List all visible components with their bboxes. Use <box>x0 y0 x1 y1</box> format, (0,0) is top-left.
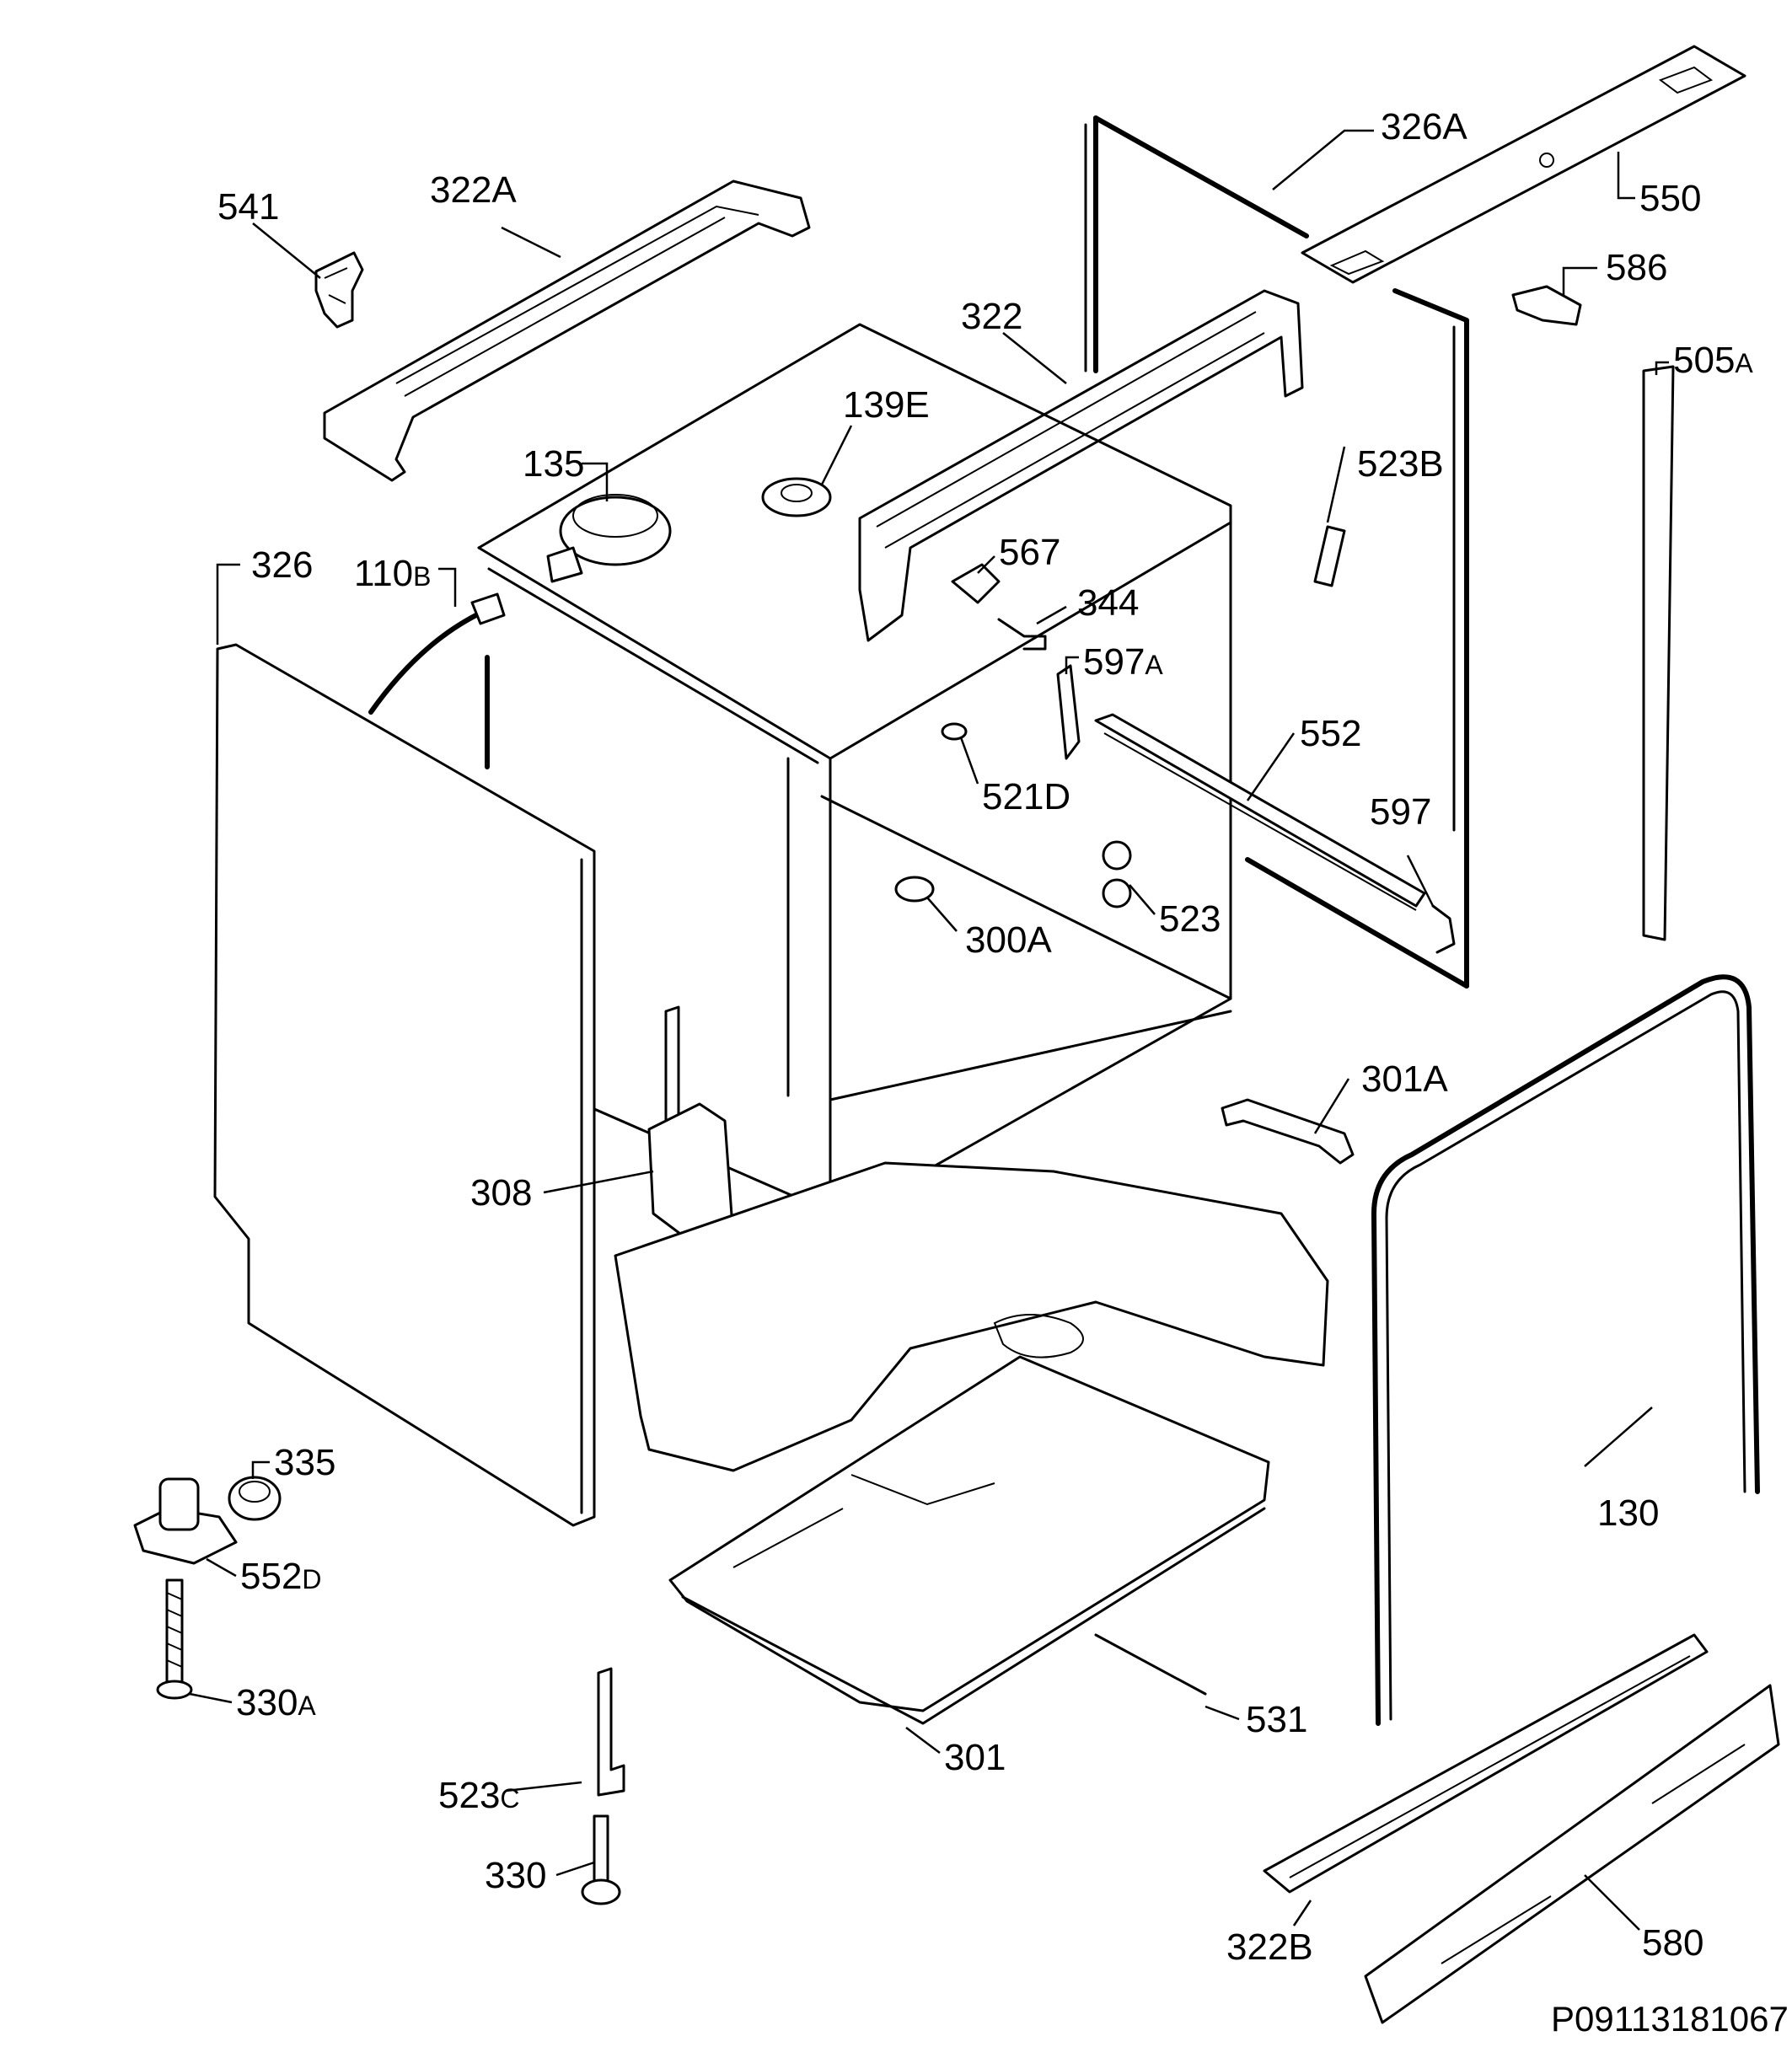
label-301: 301 <box>944 1737 1006 1778</box>
label-330: 330 <box>485 1855 546 1896</box>
label-330A: 330A <box>236 1682 316 1723</box>
label-322B: 322B <box>1226 1926 1313 1968</box>
part-586-bracket <box>1511 285 1582 326</box>
part-139E-nut <box>761 477 832 517</box>
part-135-dispenser <box>546 494 672 583</box>
part-550-top-rail <box>1301 45 1746 284</box>
part-597-end <box>1431 904 1456 954</box>
label-139E: 139E <box>843 384 930 426</box>
part-580-frame <box>1364 1684 1780 2024</box>
label-597: 597 <box>1370 791 1431 833</box>
part-335-gear <box>228 1476 282 1521</box>
part-322A-bracket <box>323 180 811 482</box>
part-labels: 541 322A 326A 550 586 322 505A 139E 135 … <box>217 106 1753 1968</box>
part-505A-strip <box>1642 365 1675 941</box>
part-130-seal <box>1371 974 1760 1726</box>
label-552: 552 <box>1300 713 1361 754</box>
label-567: 567 <box>999 532 1060 573</box>
part-541-clip <box>314 251 364 329</box>
label-326: 326 <box>251 544 313 586</box>
label-523C: 523C <box>438 1775 520 1816</box>
label-580: 580 <box>1642 1922 1703 1964</box>
part-322B-rail <box>1263 1633 1709 1894</box>
label-552D: 552D <box>240 1556 322 1597</box>
part-110B-hose <box>368 592 506 769</box>
part-523-wheels <box>1102 840 1132 908</box>
label-326A: 326A <box>1381 106 1467 147</box>
part-base-frame <box>614 1161 1329 1472</box>
label-344: 344 <box>1077 582 1139 624</box>
part-567-clip <box>951 563 1001 604</box>
part-tub <box>477 323 1232 1219</box>
label-300A: 300A <box>965 919 1052 961</box>
part-326A-side-panel <box>1084 115 1469 989</box>
part-330-screw <box>581 1814 621 1905</box>
part-521D-washer <box>941 722 968 741</box>
label-521D: 521D <box>982 776 1070 817</box>
part-523C-bracket <box>597 1667 625 1797</box>
leader-lines <box>189 129 1669 1931</box>
part-552D-motor <box>133 1477 238 1565</box>
part-326-side-panel <box>213 643 596 1527</box>
part-330A-screw <box>156 1578 193 1700</box>
label-301A: 301A <box>1361 1058 1448 1100</box>
label-597A: 597A <box>1083 641 1163 683</box>
label-322A: 322A <box>430 169 517 211</box>
label-308: 308 <box>470 1172 532 1214</box>
part-552-rail <box>1094 713 1426 911</box>
label-335: 335 <box>274 1442 335 1483</box>
part-531-rod <box>1094 1633 1207 1696</box>
label-135: 135 <box>523 443 584 485</box>
label-523B: 523B <box>1357 443 1444 485</box>
part-597A-latch <box>1056 664 1081 760</box>
diagram-code: P09113181067 <box>1551 1999 1789 2039</box>
part-344-clip <box>997 618 1047 651</box>
part-308-hinge <box>647 1005 735 1253</box>
label-322: 322 <box>961 296 1022 337</box>
label-505A: 505A <box>1673 340 1753 381</box>
part-301A-handle <box>1221 1098 1355 1165</box>
label-531: 531 <box>1246 1699 1307 1740</box>
label-586: 586 <box>1606 247 1667 288</box>
label-541: 541 <box>217 186 279 228</box>
part-523B-ring <box>1313 525 1346 587</box>
label-130: 130 <box>1597 1492 1659 1534</box>
label-550: 550 <box>1639 178 1701 219</box>
part-300A-ring <box>894 876 935 903</box>
label-110B: 110B <box>354 553 432 594</box>
part-301-bottom-tray <box>668 1355 1270 1725</box>
label-523: 523 <box>1159 898 1221 940</box>
part-322-frame <box>858 289 1304 642</box>
